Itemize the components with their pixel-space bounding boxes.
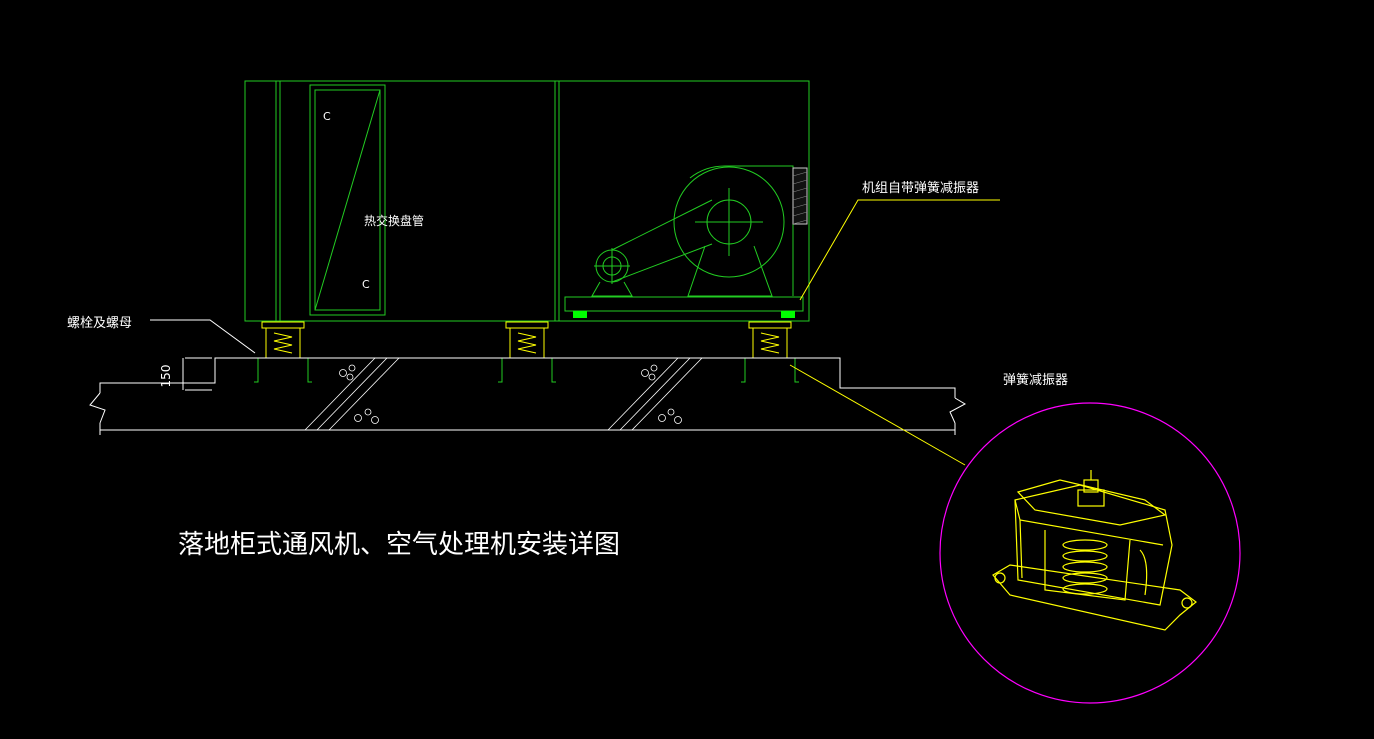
bolt-nut-label: 螺栓及螺母 bbox=[67, 316, 132, 331]
coil-mark-bottom: C bbox=[362, 278, 370, 291]
coil-label: 热交换盘管 bbox=[364, 213, 424, 228]
leader-lines bbox=[150, 199, 1000, 466]
floor-slab bbox=[89, 357, 967, 435]
concrete-hatch bbox=[304, 357, 703, 431]
base-pad-left bbox=[573, 311, 587, 318]
base-pad-right bbox=[781, 311, 795, 318]
drawing-title: 落地柜式通风机、空气处理机安装详图 bbox=[178, 530, 620, 560]
fan-assembly bbox=[564, 165, 804, 312]
spring-isolator-3 bbox=[743, 321, 797, 359]
coil-mark-top: C bbox=[323, 110, 331, 123]
coil-panel bbox=[309, 84, 386, 316]
anchor-bolts bbox=[254, 358, 799, 383]
ahu-cabinet bbox=[244, 80, 810, 322]
isolator-detail bbox=[992, 470, 1197, 631]
outlet-grille-hatch bbox=[792, 171, 808, 225]
spring-isolator-label: 弹簧减振器 bbox=[1003, 372, 1068, 388]
dimension-150: 150 bbox=[159, 365, 173, 388]
callout-circle bbox=[939, 402, 1241, 704]
unit-isolator-label: 机组自带弹簧减振器 bbox=[862, 180, 979, 196]
spring-isolator-2 bbox=[500, 321, 554, 359]
spring-isolator-1 bbox=[256, 321, 310, 359]
